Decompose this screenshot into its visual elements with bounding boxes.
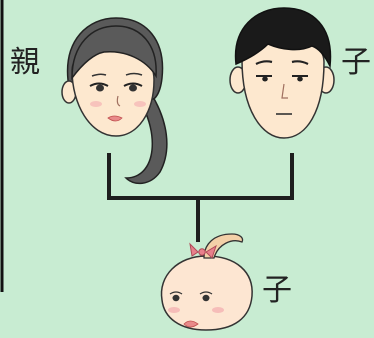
baby-face-icon [160,233,253,331]
man-face-icon [229,7,335,139]
child-label-right: 子 [341,45,371,80]
parent-label: 親 [10,45,40,80]
family-tree-lines [107,153,294,242]
woman-face-icon [61,17,168,185]
baby-label: 子 [262,273,292,308]
